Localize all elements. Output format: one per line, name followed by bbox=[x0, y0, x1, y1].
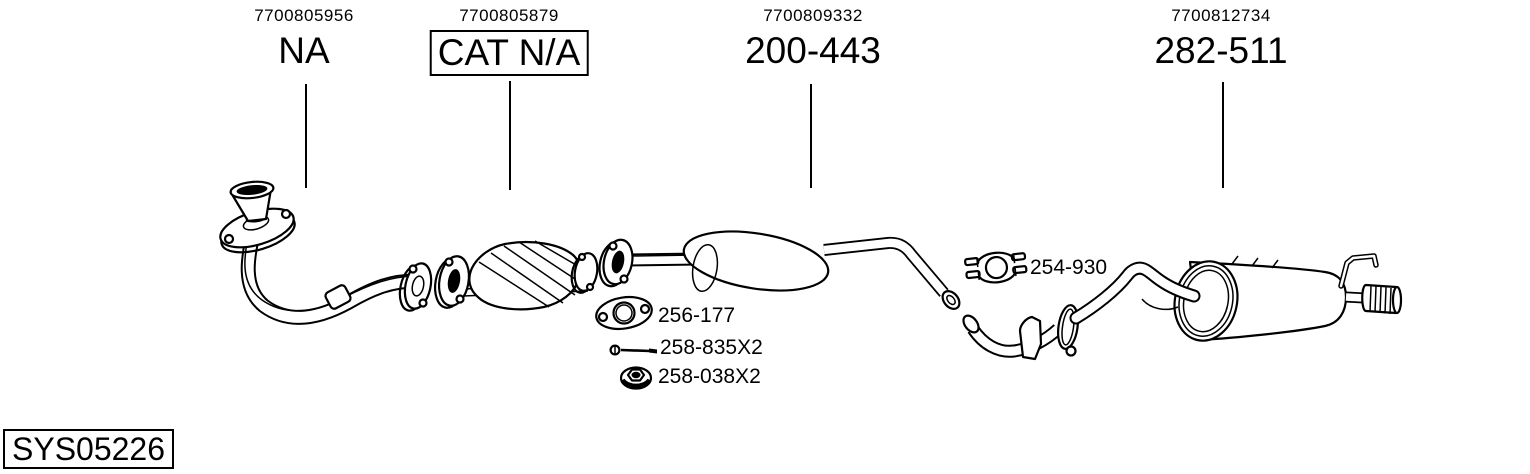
gasket-icon bbox=[595, 295, 653, 331]
part-number: 7700805879 bbox=[459, 6, 559, 25]
bolt-icon bbox=[609, 344, 657, 356]
centre-muffler-drawing bbox=[598, 230, 961, 310]
callout-nut: 258-038X2 bbox=[658, 365, 761, 388]
system-code-badge: SYS05226 bbox=[3, 429, 175, 469]
rear-muffler-drawing bbox=[962, 253, 1403, 361]
section-label-centre-muffler: 7700809332 200-443 bbox=[745, 6, 881, 72]
part-code: 282-511 bbox=[1154, 30, 1288, 71]
part-number: 7700805956 bbox=[254, 6, 354, 25]
section-label-cat: 7700805879 CAT N/A bbox=[429, 6, 589, 76]
part-code-boxed: CAT N/A bbox=[429, 30, 589, 76]
callout-clamp: 254-930 bbox=[1030, 256, 1108, 279]
part-number: 7700812734 bbox=[1171, 6, 1271, 25]
nut-icon bbox=[619, 366, 653, 390]
part-number: 7700809332 bbox=[763, 6, 863, 25]
section-label-rear-muffler: 7700812734 282-511 bbox=[1154, 6, 1287, 72]
catalytic-converter-drawing bbox=[433, 240, 599, 311]
part-code: NA bbox=[278, 30, 330, 71]
callout-bolt: 258-835X2 bbox=[660, 336, 763, 359]
part-code: 200-443 bbox=[745, 30, 881, 71]
front-pipe-drawing bbox=[219, 180, 433, 325]
clamp-icon bbox=[964, 251, 1028, 284]
callout-gasket: 256-177 bbox=[658, 304, 736, 327]
section-label-front-pipe: 7700805956 NA bbox=[254, 6, 354, 72]
